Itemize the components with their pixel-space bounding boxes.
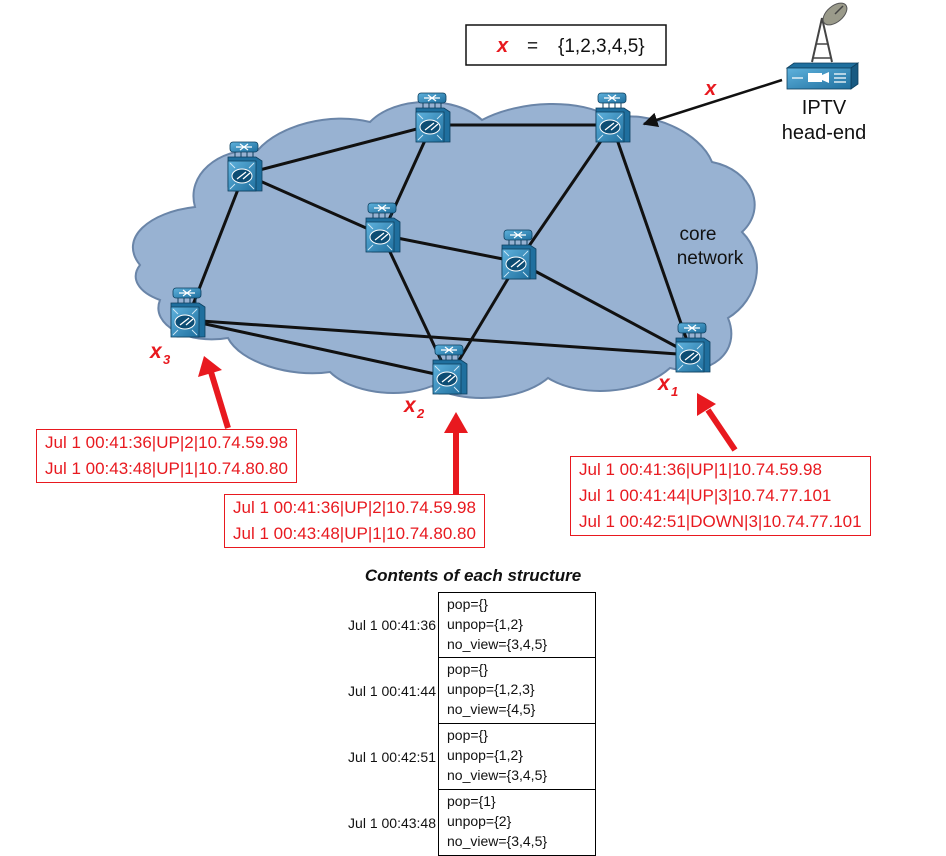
table-row: Jul 1 00:41:44 pop={} unpop={1,2,3} no_v… — [312, 658, 596, 724]
unpop-value: unpop={1,2,3} — [447, 681, 535, 697]
unpop-value: unpop={1,2} — [447, 616, 523, 632]
log-line: Jul 1 00:41:36|UP|2|10.74.59.98 — [233, 498, 476, 517]
table-row: Jul 1 00:42:51 pop={} unpop={1,2} no_vie… — [312, 724, 596, 790]
node-label-x3: x 3 — [149, 340, 171, 367]
row-timestamp: Jul 1 00:42:51 — [348, 749, 436, 765]
report-arrow-x3 — [198, 356, 231, 429]
svg-text:x: x — [403, 394, 417, 417]
headend-label-line2: head-end — [782, 122, 867, 144]
no-view-value: no_view={3,4,5} — [447, 833, 548, 849]
table-row: Jul 1 00:41:36 pop={} unpop={1,2} no_vie… — [312, 592, 596, 658]
video-encoder-icon — [785, 62, 860, 90]
no-view-value: no_view={4,5} — [447, 701, 536, 717]
log-box-x2: Jul 1 00:41:36|UP|2|10.74.59.98 Jul 1 00… — [224, 494, 485, 548]
no-view-value: no_view={3,4,5} — [447, 767, 548, 783]
set-definition-box — [465, 24, 667, 66]
report-arrow-x2 — [444, 412, 468, 496]
no-view-value: no_view={3,4,5} — [447, 636, 548, 652]
node-label-x1: x 1 — [657, 372, 678, 399]
svg-text:2: 2 — [416, 406, 425, 421]
cloud-label-line1: core — [680, 224, 717, 245]
stream-label: x — [704, 78, 717, 100]
network-links — [185, 123, 694, 379]
stream-arrow — [642, 78, 783, 128]
log-line: Jul 1 00:42:51|DOWN|3|10.74.77.101 — [579, 512, 862, 531]
svg-text:3: 3 — [163, 352, 171, 367]
pop-value: pop={} — [447, 727, 488, 743]
pop-value: pop={} — [447, 596, 488, 612]
log-line: Jul 1 00:43:48|UP|1|10.74.80.80 — [233, 524, 476, 543]
pop-value: pop={} — [447, 661, 488, 677]
set-equals: = — [527, 36, 538, 57]
cloud-label-line2: network — [677, 248, 744, 269]
row-timestamp: Jul 1 00:41:36 — [348, 617, 436, 633]
node-label-x2: x 2 — [403, 394, 425, 421]
svg-text:x: x — [657, 372, 671, 395]
core-network-cloud — [131, 100, 758, 399]
set-variable: x — [496, 35, 509, 57]
router-node-b — [415, 92, 451, 143]
router-node-x3 — [170, 287, 206, 338]
table-caption: Contents of each structure — [364, 566, 582, 585]
svg-text:1: 1 — [671, 384, 678, 399]
headend-label-line1: IPTV — [802, 97, 847, 119]
log-line: Jul 1 00:43:48|UP|1|10.74.80.80 — [45, 459, 288, 478]
router-node-a — [227, 141, 263, 192]
log-line: Jul 1 00:41:36|UP|1|10.74.59.98 — [579, 460, 822, 479]
structure-cell: pop={} unpop={1,2} no_view={3,4,5} — [438, 724, 596, 790]
unpop-value: unpop={1,2} — [447, 747, 523, 763]
router-node-c — [365, 202, 401, 253]
svg-text:x: x — [149, 340, 163, 363]
router-node-edge — [595, 92, 631, 143]
router-node-d — [501, 229, 537, 280]
log-box-x1: Jul 1 00:41:36|UP|1|10.74.59.98 Jul 1 00… — [570, 456, 871, 536]
router-node-x1 — [675, 322, 711, 373]
report-arrow-x1 — [697, 393, 738, 452]
structure-cell: pop={1} unpop={2} no_view={3,4,5} — [438, 790, 596, 856]
unpop-value: unpop={2} — [447, 813, 512, 829]
structure-table: Jul 1 00:41:36 pop={} unpop={1,2} no_vie… — [312, 592, 596, 856]
pop-value: pop={1} — [447, 793, 496, 809]
table-row: Jul 1 00:43:48 pop={1} unpop={2} no_view… — [312, 790, 596, 856]
set-values: {1,2,3,4,5} — [558, 36, 645, 57]
network-diagram: x = {1,2,3,4,5} IPTV head-end x core net… — [131, 2, 867, 496]
router-node-x2 — [432, 344, 468, 395]
structure-cell: pop={} unpop={1,2} no_view={3,4,5} — [438, 592, 596, 658]
row-timestamp: Jul 1 00:43:48 — [348, 815, 436, 831]
row-timestamp: Jul 1 00:41:44 — [348, 683, 436, 699]
structure-cell: pop={} unpop={1,2,3} no_view={4,5} — [438, 658, 596, 724]
log-box-x3: Jul 1 00:41:36|UP|2|10.74.59.98 Jul 1 00… — [36, 429, 297, 483]
satellite-dish-icon — [811, 2, 848, 63]
log-line: Jul 1 00:41:44|UP|3|10.74.77.101 — [579, 486, 832, 505]
log-line: Jul 1 00:41:36|UP|2|10.74.59.98 — [45, 433, 288, 452]
